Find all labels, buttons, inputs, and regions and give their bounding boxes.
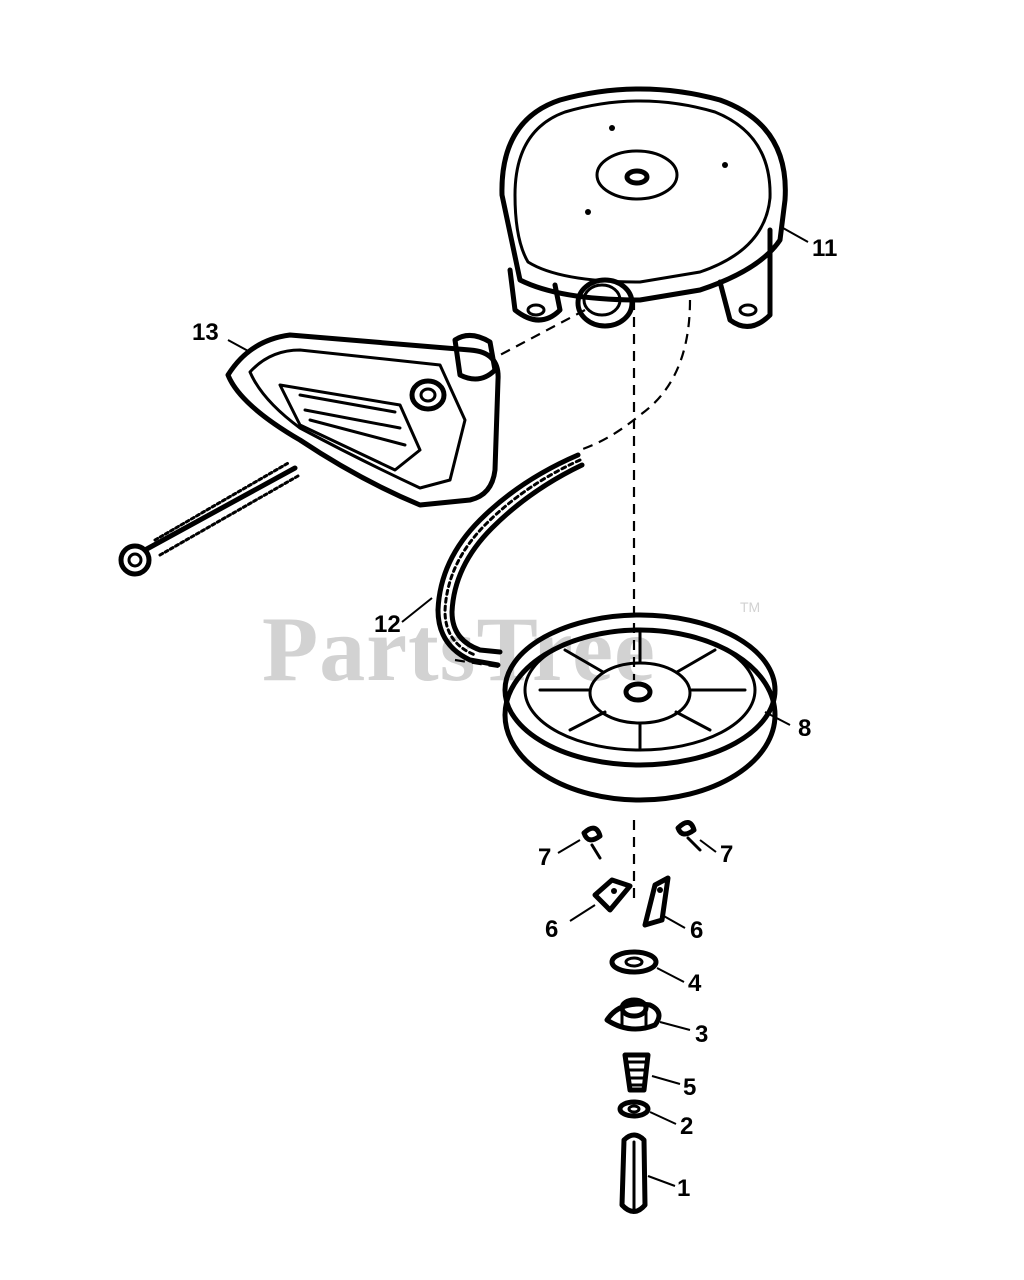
part-starter-handle xyxy=(225,332,501,508)
part-pulley xyxy=(502,612,778,803)
part-pawl-spring-left xyxy=(581,825,603,860)
callout-8: 8 xyxy=(798,715,811,742)
callout-3: 3 xyxy=(695,1021,708,1048)
part-pawl-right xyxy=(642,875,671,928)
callout-1: 1 xyxy=(677,1175,690,1202)
callout-11: 11 xyxy=(812,235,837,262)
callout-6-right: 6 xyxy=(690,917,703,944)
part-starter-rope xyxy=(435,452,585,668)
callout-labels: 11 13 12 8 7 7 6 6 4 3 5 2 1 xyxy=(192,235,837,1202)
part-center-pin xyxy=(619,1132,648,1214)
rope-guide-line xyxy=(579,299,692,452)
callout-6-left: 6 xyxy=(545,916,558,943)
part-retainer xyxy=(604,997,662,1032)
part-starter-housing xyxy=(499,86,788,329)
callout-13: 13 xyxy=(192,319,219,346)
part-brake-spring xyxy=(622,1052,651,1093)
watermark-trademark: TM xyxy=(740,599,760,615)
part-pawl-spring-right xyxy=(675,820,702,852)
callout-4: 4 xyxy=(688,970,702,997)
callout-12: 12 xyxy=(374,611,401,638)
callout-7-left: 7 xyxy=(538,844,551,871)
callout-5: 5 xyxy=(683,1074,696,1101)
part-handle-spring-rod xyxy=(118,460,300,577)
handle-guide-line xyxy=(499,309,586,356)
watermark: PartsTree TM xyxy=(262,598,760,700)
part-washer-lower xyxy=(617,1099,651,1119)
watermark-text: PartsTree xyxy=(262,598,656,700)
callout-2: 2 xyxy=(680,1113,693,1140)
leader-lines xyxy=(227,227,809,1187)
callout-7-right: 7 xyxy=(720,841,733,868)
part-pawl-left xyxy=(592,877,633,913)
part-washer-upper xyxy=(609,949,659,975)
